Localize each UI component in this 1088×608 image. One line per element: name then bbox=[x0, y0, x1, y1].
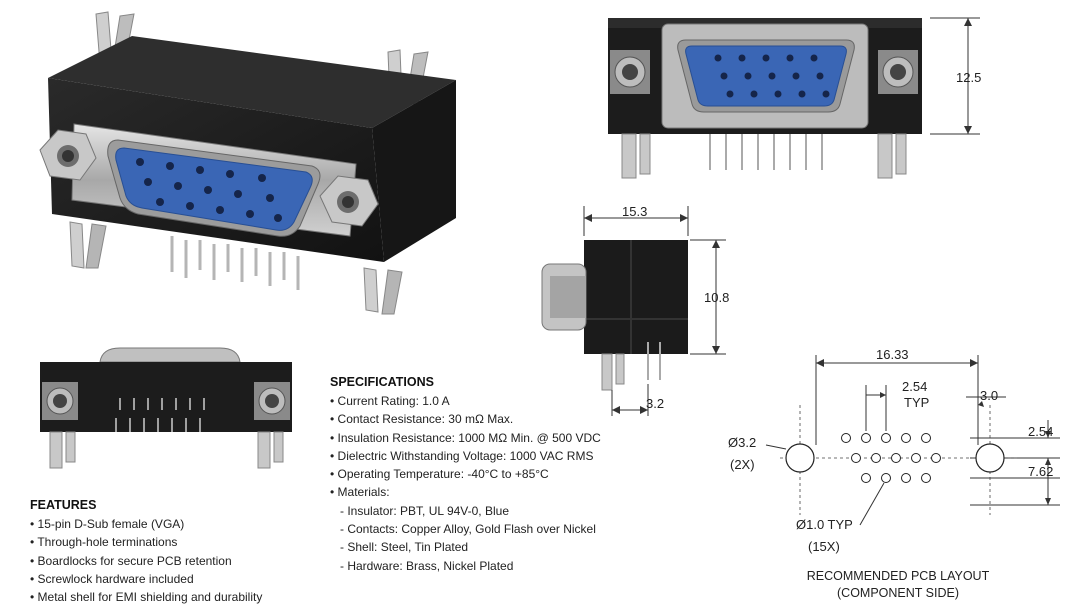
spec-item: Contact Resistance: 30 mΩ Max. bbox=[330, 410, 601, 428]
rear-screwlock-left bbox=[42, 382, 78, 420]
screwlock-left bbox=[39, 129, 97, 181]
connector-isometric-view bbox=[39, 11, 456, 315]
screwlock-right bbox=[319, 175, 379, 227]
pin-hole-callout: Ø1.0 TYP (15X) bbox=[796, 482, 885, 554]
spec-material-item: Shell: Steel, Tin Plated bbox=[330, 538, 601, 556]
pcb-layout-title: RECOMMENDED PCB LAYOUT bbox=[806, 569, 990, 583]
blue-insulator bbox=[115, 147, 313, 231]
rear-shell-top bbox=[99, 347, 241, 363]
pcb-layout-subtitle: (COMPONENT SIDE) bbox=[837, 586, 959, 600]
front-socket-holes bbox=[714, 54, 830, 98]
mount-hole-right bbox=[975, 443, 1005, 473]
dim-side-height-label: 10.8 bbox=[704, 290, 729, 305]
spec-material-item: Insulator: PBT, UL 94V-0, Blue bbox=[330, 502, 601, 520]
dim-pin-pitch-label: 2.54 bbox=[902, 379, 927, 394]
feature-item: Boardlocks for secure PCB retention bbox=[30, 552, 262, 570]
spec-item: Dielectric Withstanding Voltage: 1000 VA… bbox=[330, 447, 601, 465]
dim-mount-spacing: 7.62 bbox=[970, 458, 1060, 506]
mount-hole-count-label: (2X) bbox=[730, 457, 755, 472]
dim-pin-pitch-note: TYP bbox=[904, 395, 929, 410]
spec-item: Current Rating: 1.0 A bbox=[330, 392, 601, 410]
side-view-drawing: 15.3 10.8 3.2 bbox=[541, 204, 729, 416]
bottom-pins bbox=[170, 236, 300, 290]
dim-pin-offset-label: 3.2 bbox=[646, 396, 664, 411]
pin-hole-count-label: (15X) bbox=[808, 539, 840, 554]
dim-edge-offset-label: 3.0 bbox=[980, 388, 998, 403]
feature-item: Metal shell for EMI shielding and durabi… bbox=[30, 588, 263, 606]
feature-item: 15-pin D-Sub female (VGA) bbox=[30, 515, 262, 533]
feature-item: Screwlock hardware included bbox=[30, 570, 262, 588]
dim-pcb-width: 16.33 bbox=[815, 347, 979, 445]
front-screwlock-right bbox=[878, 50, 918, 94]
dim-front-height-label: 12.5 bbox=[956, 70, 981, 85]
front-insulator bbox=[685, 45, 847, 107]
rear-screwlock-right bbox=[254, 382, 290, 420]
housing-top bbox=[48, 36, 456, 128]
front-screwlock-left bbox=[610, 50, 650, 94]
side-pins bbox=[647, 342, 661, 380]
dim-side-depth-label: 15.3 bbox=[622, 204, 647, 219]
housing-right bbox=[372, 80, 456, 262]
pin-hole-diameter-label: Ø1.0 TYP bbox=[796, 517, 853, 532]
dim-side-height: 10.8 bbox=[690, 239, 729, 355]
rear-view-drawing bbox=[40, 347, 292, 469]
bottom-boardlocks bbox=[69, 221, 403, 315]
specifications-list: Current Rating: 1.0 A Contact Resistance… bbox=[330, 392, 601, 575]
mount-hole-diameter-label: Ø3.2 bbox=[728, 435, 756, 450]
features-list: 15-pin D-Sub female (VGA) Through-hole t… bbox=[30, 515, 262, 606]
rear-housing bbox=[40, 362, 292, 432]
socket-holes bbox=[136, 158, 282, 222]
front-pins bbox=[709, 134, 823, 170]
front-boardlocks bbox=[621, 133, 907, 179]
pin-holes bbox=[841, 433, 941, 483]
dim-side-depth: 15.3 bbox=[583, 204, 689, 236]
dim-row-pitch-label: 2.54 bbox=[1028, 424, 1053, 439]
spec-item: Operating Temperature: -40°C to +85°C bbox=[330, 465, 601, 483]
dim-front-height: 12.5 bbox=[930, 17, 981, 135]
dim-mount-spacing-label: 7.62 bbox=[1028, 464, 1053, 479]
rear-boardlocks bbox=[49, 431, 284, 469]
side-boardlock bbox=[601, 353, 625, 391]
spec-material-item: Hardware: Brass, Nickel Plated bbox=[330, 557, 601, 575]
mount-hole-left bbox=[785, 443, 815, 473]
dim-pin-pitch: 2.54 TYP bbox=[865, 379, 929, 431]
side-housing bbox=[584, 240, 688, 354]
rear-pin-stubs bbox=[115, 398, 205, 432]
feature-item: Through-hole terminations bbox=[30, 533, 262, 551]
front-view-drawing: 12.5 bbox=[608, 17, 981, 179]
spec-item: Materials: bbox=[330, 483, 601, 501]
dim-edge-offset: 3.0 bbox=[966, 388, 1006, 407]
pcb-layout-drawing: 16.33 2.54 TYP 3.0 2.54 7.62 bbox=[728, 347, 1060, 554]
dim-pin-offset: 3.2 bbox=[611, 384, 664, 416]
features-heading: FEATURES bbox=[30, 498, 97, 512]
spec-item: Insulation Resistance: 1000 MΩ Min. @ 50… bbox=[330, 429, 601, 447]
spec-material-item: Contacts: Copper Alloy, Gold Flash over … bbox=[330, 520, 601, 538]
mount-hole-callout: Ø3.2 (2X) bbox=[728, 435, 787, 472]
dim-pcb-width-label: 16.33 bbox=[876, 347, 909, 362]
specifications-heading: SPECIFICATIONS bbox=[330, 375, 434, 389]
